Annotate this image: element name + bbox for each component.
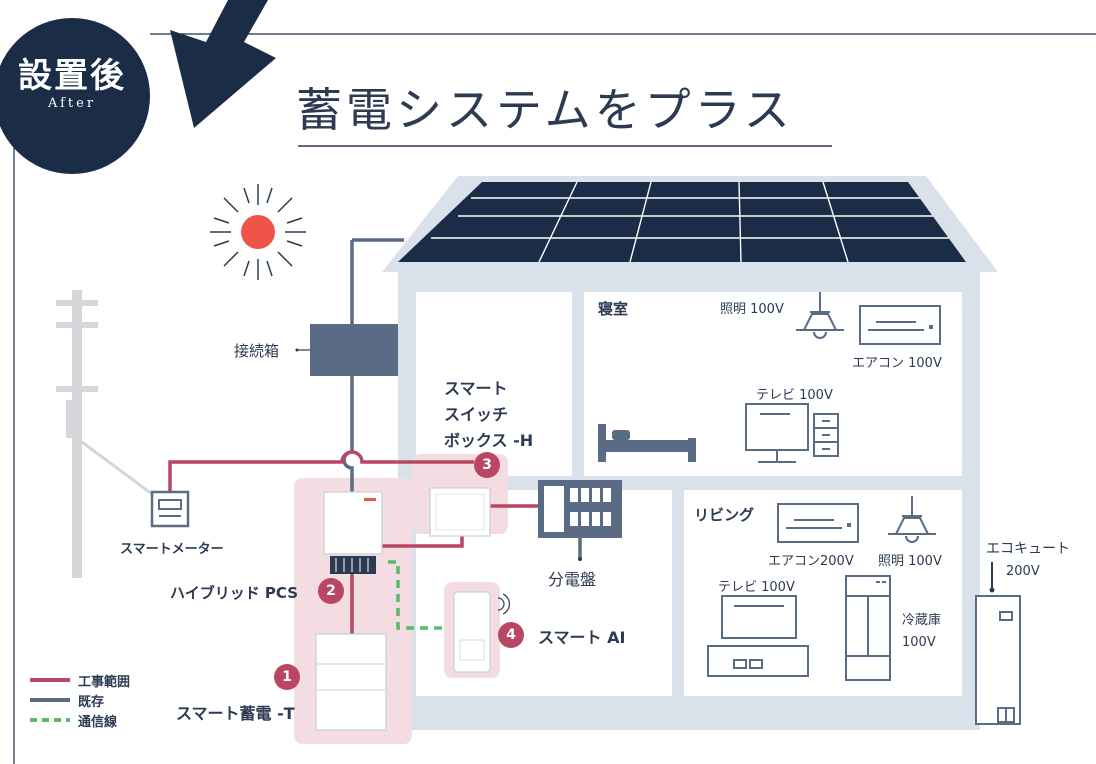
bedroom-aircon-icon [859,305,941,345]
room-upper-left [416,292,572,476]
communication-wiring [388,560,444,630]
smart-switch-box-label: スマート スイッチ ボックス -H [444,376,533,454]
smart-switch-box-line1: スマート [444,379,508,398]
fridge-label: 冷蔵庫 100V [902,610,941,654]
bedroom-light-label: 照明 100V [720,302,784,317]
living-tv-icon [707,595,809,677]
smart-switch-box-icon [429,487,491,537]
distribution-board-label: 分電盤 [548,570,597,589]
distribution-board-icon [538,480,622,561]
number-badge-1: 1 [274,664,300,690]
bedroom-label: 寝室 [598,300,629,318]
after-badge: 設置後 After [0,18,150,174]
fridge-label-line1: 冷蔵庫 [902,613,942,628]
smart-switch-box-line2: スイッチ [444,405,509,424]
bedroom-tv-label: テレビ 100V [756,388,833,403]
solar-panel-grid [431,181,949,263]
utility-pole-icon [56,290,98,578]
living-light-label: 照明 100V [878,554,942,569]
ecocute-voltage: 200V [1006,564,1040,579]
pole-wire [81,440,161,502]
smart-ai-label: スマート AI [538,628,626,647]
badge-title: 設置後 [18,56,126,96]
legend-construction-label: 工事範囲 [78,675,131,690]
badge-subtitle: After [47,96,97,111]
smart-battery-label: スマート蓄電 -T [176,704,295,723]
ecocute-icon [975,595,1021,725]
smart-meter-label: スマートメーター [120,542,224,557]
living-tv-label: テレビ 100V [718,580,795,595]
living-aircon-icon [777,503,859,543]
construction-wiring [168,450,538,634]
junction-box-icon [310,324,398,376]
bedroom-tv-icon [745,403,839,463]
solar-panel-icon [398,182,966,262]
living-label: リビング [694,506,755,524]
number-badge-2: 2 [318,578,344,604]
living-light-icon [888,496,936,543]
junction-box-label: 接続箱 [234,342,280,360]
fridge-label-line2: 100V [902,635,936,650]
number-badge-3: 3 [474,452,500,478]
smart-switch-box-line3: ボックス -H [444,431,534,450]
bed-icon [598,424,696,462]
hybrid-pcs-label: ハイブリッド PCS [170,584,299,602]
bedroom-aircon-label: エアコン 100V [852,356,942,371]
legend-existing-label: 既存 [78,695,105,710]
page-title: 蓄電システムをプラス [296,83,794,137]
fridge-icon [845,575,891,681]
smart-ai-icon [453,591,511,673]
smart-meter-icon [150,490,190,528]
bedroom-light-icon [796,292,844,339]
smart-battery-icon [315,633,387,731]
sun-icon [210,184,306,280]
ecocute-label: エコキュート [986,541,1070,557]
hybrid-pcs-icon [323,491,383,574]
legend-communication-label: 通信線 [78,715,118,730]
down-arrow-icon [170,0,276,128]
number-badge-4: 4 [498,622,524,648]
living-aircon-label: エアコン200V [768,554,854,569]
